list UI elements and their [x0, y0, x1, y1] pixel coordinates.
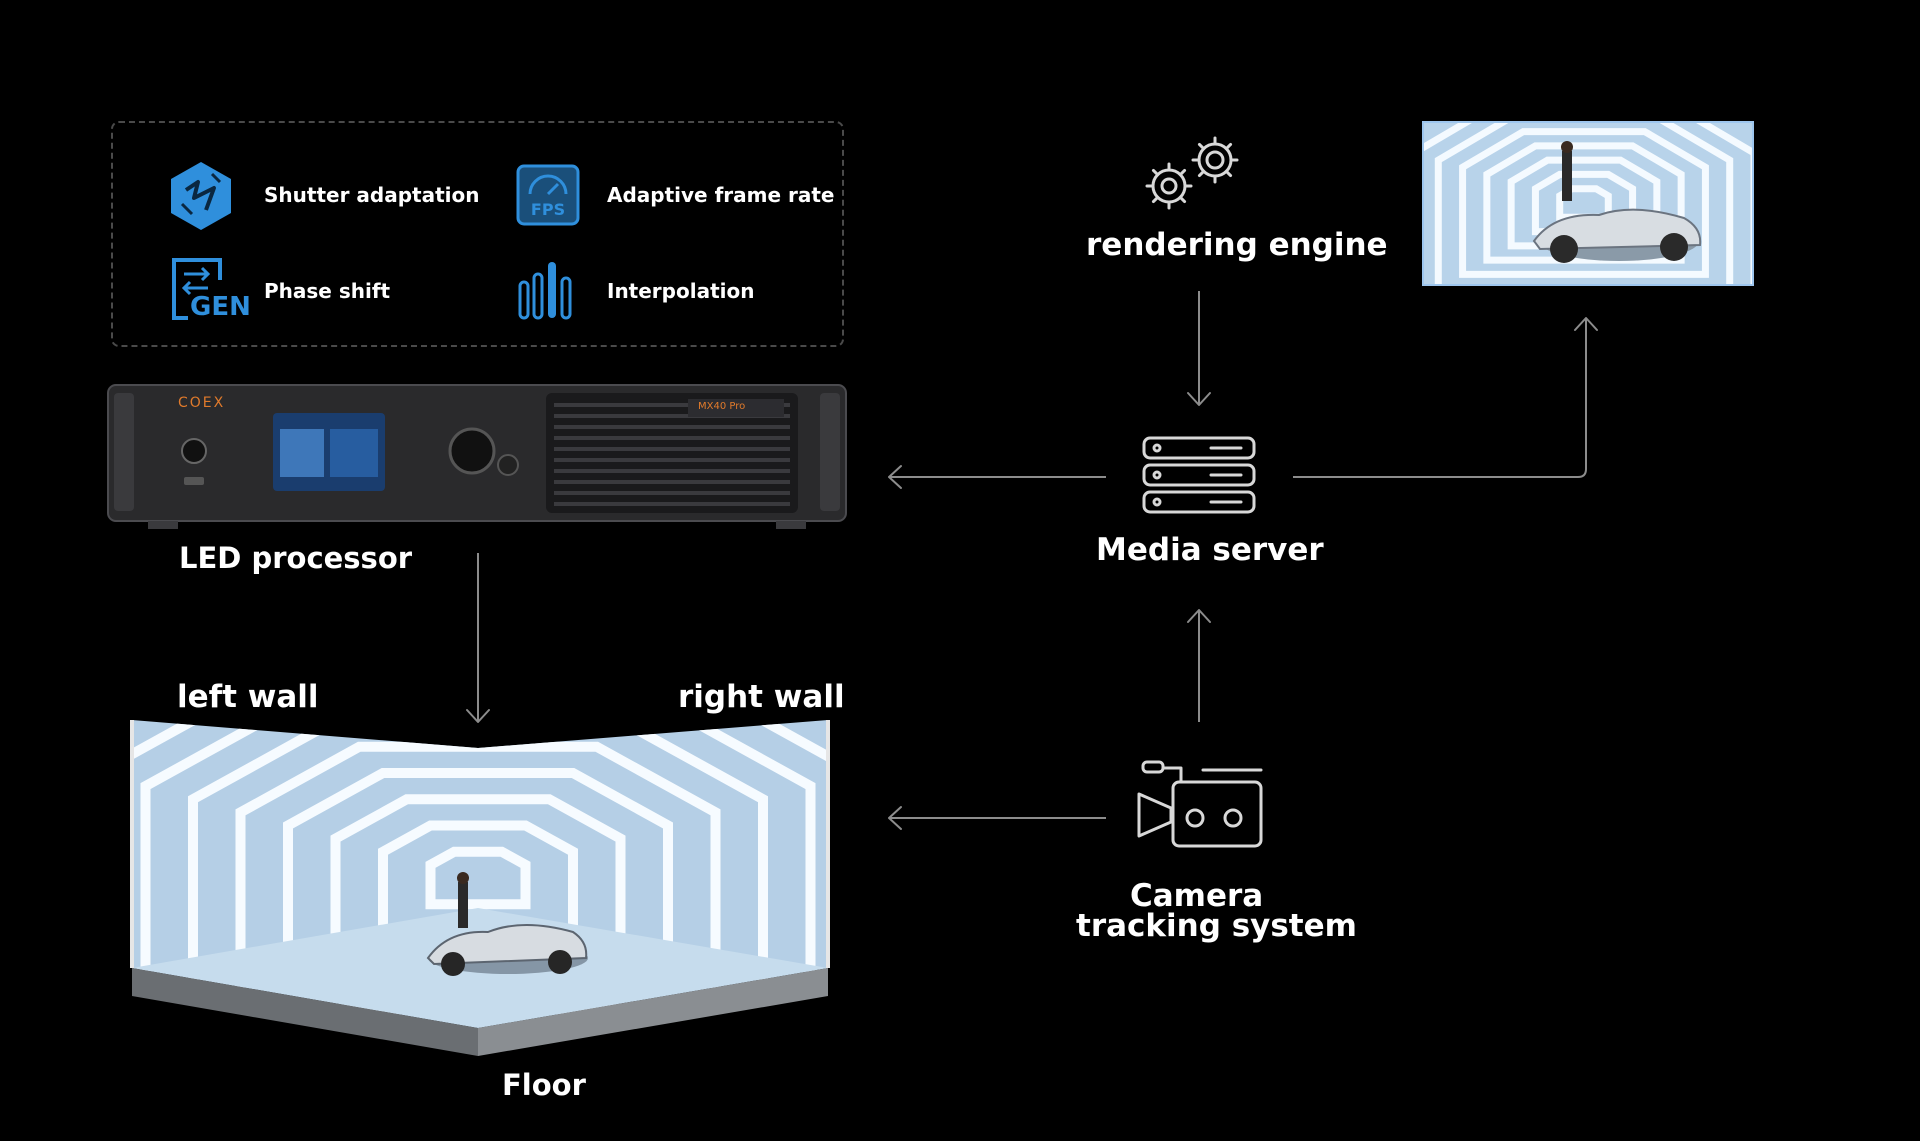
arrowhead-down-server [1187, 392, 1211, 406]
processor-model: MX40 Pro [698, 401, 746, 412]
rendering-engine-label: rendering engine [1086, 227, 1388, 263]
connector-server-to-preview [1293, 318, 1587, 478]
fps-icon-text: FPS [530, 200, 566, 219]
feature-label-fps: Adaptive frame rate [607, 183, 835, 207]
right-wall-label: right wall [678, 679, 845, 715]
feature-box [111, 121, 844, 347]
processor-brand: COEX [178, 395, 226, 411]
media-server-label: Media server [1096, 532, 1324, 568]
gen-icon: GEN [170, 256, 251, 324]
feature-label-interpolation: Interpolation [607, 279, 755, 303]
arrowhead-left-processor [888, 465, 902, 489]
arrowhead-left-stage [888, 806, 902, 830]
fps-icon: FPS [516, 164, 580, 226]
led-processor-label: LED processor [179, 541, 413, 575]
server-icon [1141, 435, 1257, 515]
led-processor-device: COEX MX40 Pro [107, 384, 847, 531]
feature-label-shutter: Shutter adaptation [264, 183, 480, 207]
feature-label-phase: Phase shift [264, 279, 391, 303]
camera-icon [1137, 760, 1263, 848]
left-wall-label: left wall [177, 679, 319, 715]
arrowhead-down-stage [466, 709, 490, 723]
interpolation-icon [518, 260, 580, 320]
shutter-icon [168, 160, 234, 232]
arrowhead-up-server [1187, 609, 1211, 623]
camera-label-line1: Camera [1130, 878, 1264, 914]
camera-label-line2: tracking system [1076, 908, 1357, 944]
floor-label: Floor [502, 1068, 586, 1102]
arrowhead-up-preview [1574, 317, 1598, 331]
gears-icon [1143, 128, 1255, 214]
gen-icon-text: GEN [190, 292, 251, 322]
render-preview-image [1422, 121, 1754, 286]
led-stage-image [128, 718, 834, 1060]
